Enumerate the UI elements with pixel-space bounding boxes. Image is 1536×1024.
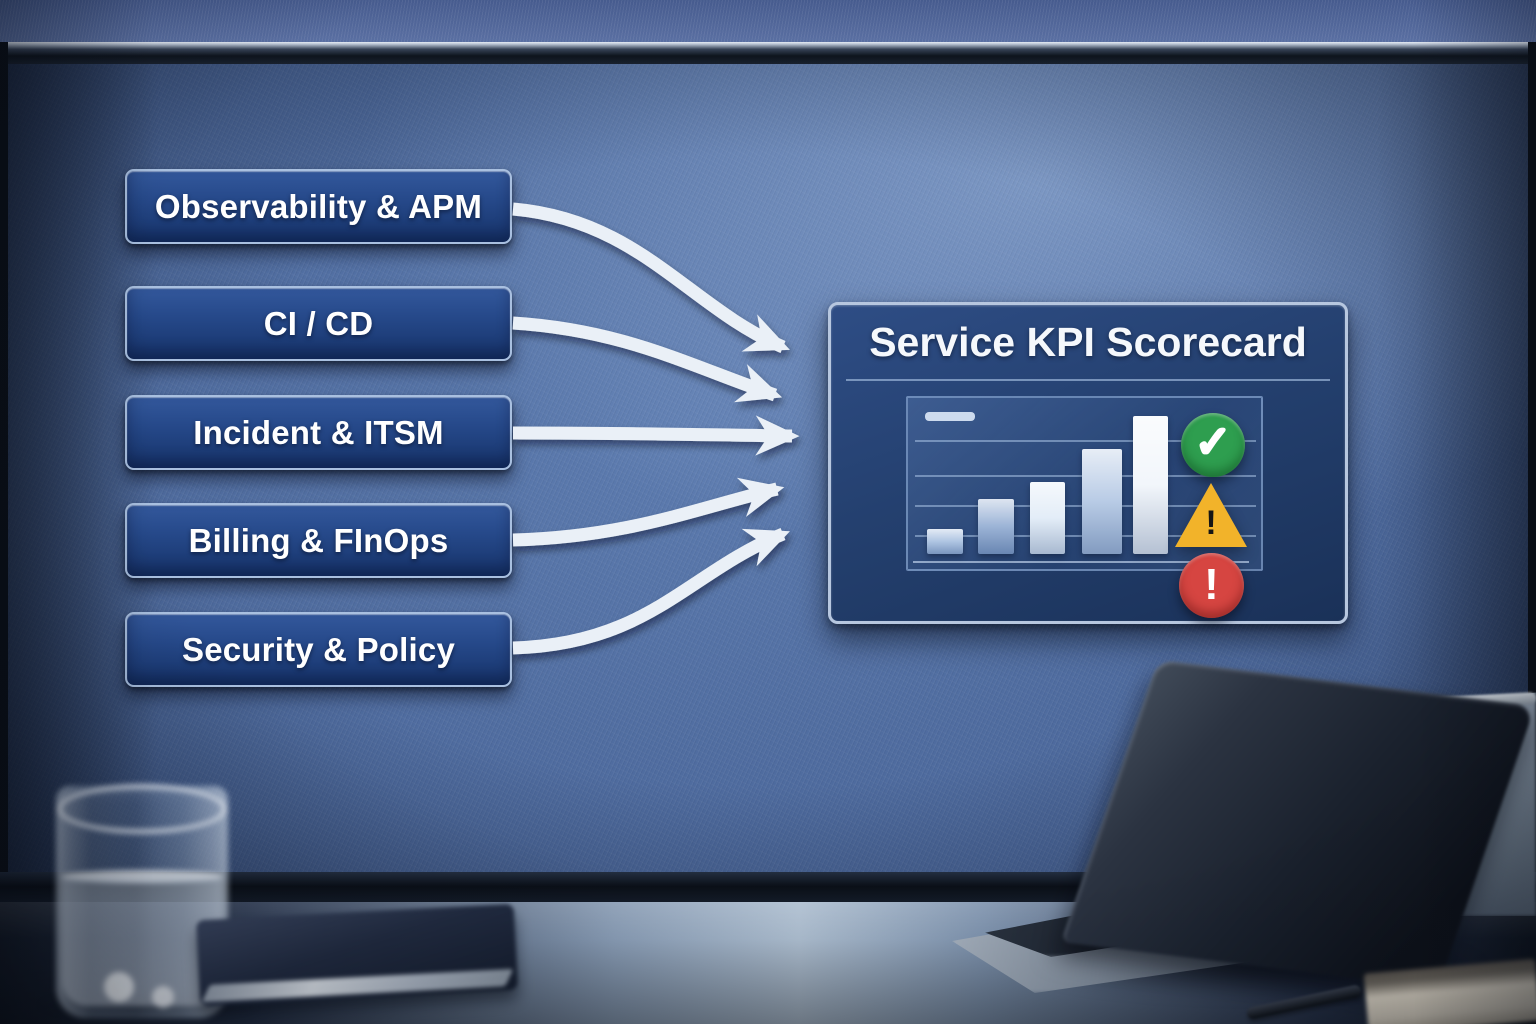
chart-bar-4 [1082,449,1122,554]
legend-swatch [925,412,975,421]
wall-background [0,0,1536,50]
chart-bar-3 [1030,482,1065,554]
scorecard-panel: Service KPI Scorecard ✓ ! ! [828,302,1348,624]
glass-highlight [152,986,174,1008]
glass-highlight [104,972,134,1002]
source-node-ci-cd: CI / CD [125,286,512,361]
source-node-billing-finops: Billing & FInOps [125,503,512,578]
chart-baseline [913,561,1249,563]
error-exclamation-glyph: ! [1204,559,1219,609]
warning-triangle-icon: ! [1175,483,1247,547]
source-node-label: Observability & APM [154,187,483,225]
title-divider [846,379,1330,381]
board-frame-top [0,42,1536,66]
chart-bar-2 [978,499,1014,554]
warning-exclamation-glyph: ! [1205,503,1217,542]
check-glyph: ✓ [1194,418,1233,467]
water [62,878,222,1006]
source-node-label: Security & Policy [181,630,455,668]
glass-rim [57,784,227,834]
chart-bar-1 [927,529,963,554]
error-circle-icon: ! [1179,553,1244,618]
source-node-label: CI / CD [263,304,374,342]
source-node-label: Billing & FInOps [188,521,449,559]
notebook [195,903,519,1007]
source-node-security-policy: Security & Policy [125,612,512,687]
board-frame-left [0,42,8,892]
source-node-observability-apm: Observability & APM [125,169,512,244]
check-circle-icon: ✓ [1181,413,1245,477]
chart-gridline [915,440,1256,442]
source-node-incident-itsm: Incident & ITSM [125,395,512,470]
source-node-label: Incident & ITSM [193,413,444,451]
board-frame-right [1528,42,1536,892]
chart-bar-5 [1133,416,1168,554]
scorecard-title: Service KPI Scorecard [869,319,1307,365]
